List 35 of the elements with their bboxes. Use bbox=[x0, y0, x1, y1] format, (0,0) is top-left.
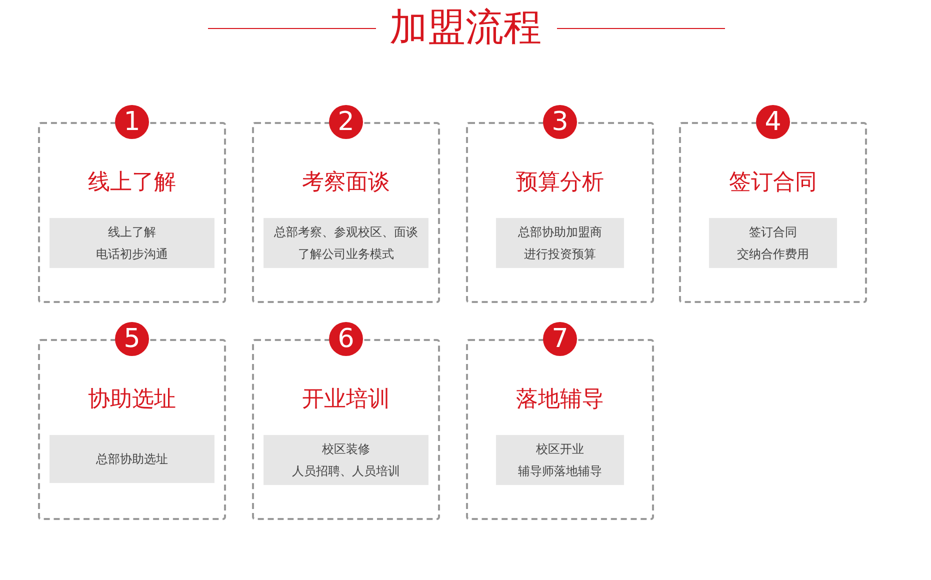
step-title: 预算分析 bbox=[516, 170, 604, 195]
description-line: 进行投资预算 bbox=[524, 246, 596, 263]
step-number-badge: 5 bbox=[115, 322, 149, 356]
description-line: 总部协助选址 bbox=[96, 451, 168, 468]
description-line: 交纳合作费用 bbox=[737, 246, 809, 263]
step-number-badge: 1 bbox=[115, 105, 149, 139]
step-title: 考察面谈 bbox=[302, 170, 390, 195]
step-title: 开业培训 bbox=[302, 387, 390, 412]
description-line: 电话初步沟通 bbox=[96, 246, 168, 263]
step-number-badge: 4 bbox=[756, 105, 790, 139]
description-line: 线上了解 bbox=[108, 224, 156, 241]
description-line: 总部考察、参观校区、面谈 bbox=[274, 224, 418, 241]
description-line: 签订合同 bbox=[749, 224, 797, 241]
page-title: 加盟流程 bbox=[390, 4, 542, 50]
description-line: 总部协助加盟商 bbox=[518, 224, 602, 241]
description-panel bbox=[264, 218, 428, 268]
description-panel bbox=[50, 435, 214, 483]
description-panel bbox=[709, 218, 837, 268]
description-line: 辅导师落地辅导 bbox=[518, 463, 602, 480]
step-number-badge: 7 bbox=[543, 322, 577, 356]
description-panel bbox=[50, 218, 214, 268]
description-panel bbox=[496, 435, 624, 485]
description-panel bbox=[264, 435, 428, 485]
step-title: 落地辅导 bbox=[516, 387, 604, 412]
description-line: 校区装修 bbox=[322, 441, 370, 458]
description-line: 校区开业 bbox=[536, 441, 584, 458]
step-title: 线上了解 bbox=[88, 170, 176, 195]
description-line: 人员招聘、人员培训 bbox=[292, 463, 400, 480]
step-title: 协助选址 bbox=[88, 387, 176, 412]
step-number-badge: 3 bbox=[543, 105, 577, 139]
description-panel bbox=[496, 218, 624, 268]
step-number-badge: 6 bbox=[329, 322, 363, 356]
step-number-badge: 2 bbox=[329, 105, 363, 139]
step-title: 签订合同 bbox=[729, 170, 817, 195]
description-line: 了解公司业务模式 bbox=[298, 246, 394, 263]
